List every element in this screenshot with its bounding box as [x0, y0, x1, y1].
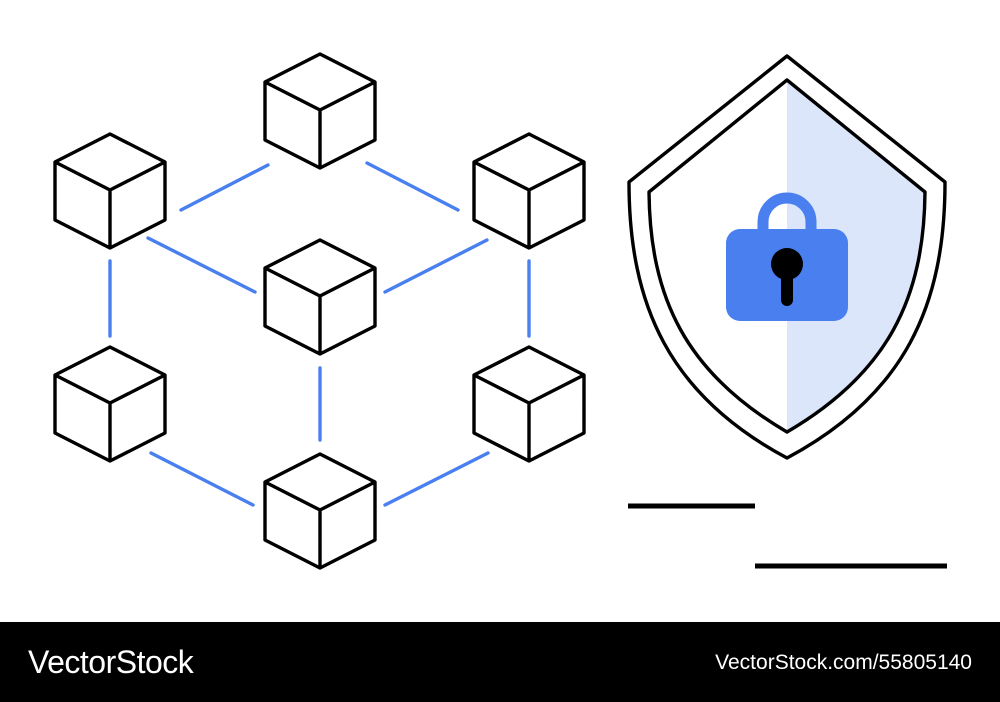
- connector-line: [383, 238, 489, 294]
- connector-line: [149, 451, 255, 507]
- cube-icon: [472, 345, 586, 463]
- cube-icon: [53, 132, 167, 250]
- keyhole-icon: [771, 248, 803, 280]
- connector-line: [383, 451, 490, 507]
- padlock-icon: [726, 192, 848, 321]
- cube-icon: [263, 52, 377, 170]
- cube-icon: [263, 238, 377, 356]
- cube-icon: [472, 132, 586, 250]
- image-id-text: VectorStock.com/55805140: [715, 651, 972, 674]
- decorative-lines: [628, 503, 947, 569]
- blockchain-security-illustration: [53, 52, 947, 570]
- vectorstock-logo: VectorStock: [28, 642, 194, 682]
- connector-line: [146, 236, 257, 294]
- keyhole-slot: [781, 270, 793, 306]
- logo-text: VectorStock: [28, 644, 194, 680]
- connector-line: [179, 163, 270, 212]
- cube-icon: [263, 452, 377, 570]
- cube-icon: [53, 345, 167, 463]
- watermark-footer: VectorStock VectorStock.com/55805140: [0, 622, 1000, 702]
- network-connectors: [108, 161, 531, 507]
- shield-inner: [647, 78, 927, 434]
- connector-line: [365, 161, 460, 212]
- shield-tint: [787, 80, 925, 432]
- network-nodes: [53, 52, 586, 570]
- padlock-shackle: [757, 192, 817, 232]
